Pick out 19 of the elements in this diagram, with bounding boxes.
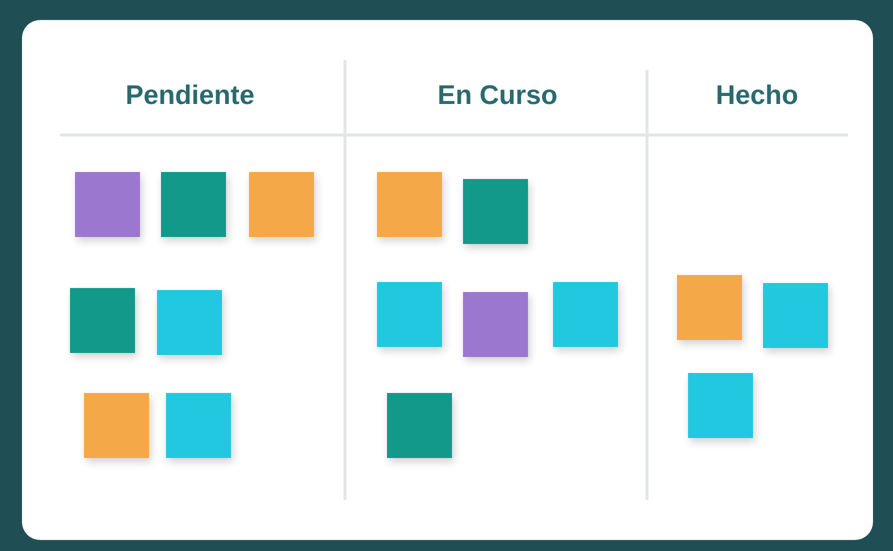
column-heading: Hecho	[714, 80, 800, 111]
sticky-note	[377, 282, 442, 347]
sticky-note	[553, 282, 618, 347]
column-heading: Pendiente	[124, 80, 256, 111]
sticky-note	[157, 290, 222, 355]
sticky-note	[688, 373, 753, 438]
sticky-note	[677, 275, 742, 340]
sticky-note	[463, 179, 528, 244]
sticky-note	[166, 393, 231, 458]
sticky-note	[387, 393, 452, 458]
sticky-note	[763, 283, 828, 348]
sticky-note	[377, 172, 442, 237]
sticky-note	[70, 288, 135, 353]
sticky-note	[463, 292, 528, 357]
sticky-note	[161, 172, 226, 237]
sticky-note	[84, 393, 149, 458]
sticky-note	[249, 172, 314, 237]
column-heading: En Curso	[436, 80, 558, 111]
sticky-note	[75, 172, 140, 237]
